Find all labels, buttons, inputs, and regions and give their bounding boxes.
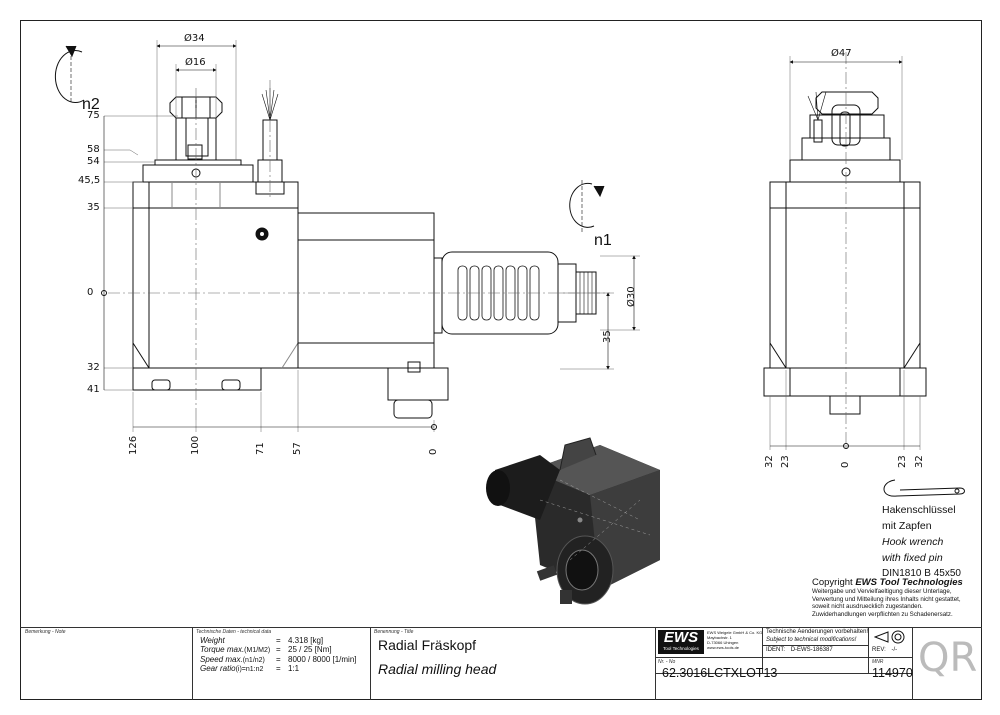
dimension-label: 35 [87,202,100,213]
mnr-value: 114970 [872,666,913,680]
projection-symbol-icon [873,630,908,649]
ident-value: D-EWS-186387 [790,647,833,653]
dimension-label: Ø16 [185,57,206,68]
tech-data-label-cell: Gear ratio [200,663,236,673]
tech-data-table: Weight = 4.318 [kg] Torque max.(M1/M2) = 25 /… [200,636,357,673]
dimension-label: 0 [428,448,439,455]
rev-value: -/- [891,647,898,653]
dimension-label: 23 [780,455,791,468]
tech-data-label-cell: Torque max. [200,645,245,655]
copyright-text: Weitergabe und Vervielfaeltigung dieser … [812,588,961,618]
logo-subtext: Tool Technologies [663,646,699,651]
dimension-label: 0 [87,287,94,298]
tech-data-row: Torque max.(M1/M2) = 25 / 25 [Nm] [200,645,332,655]
dimension-label: Ø47 [831,48,852,59]
front-view [763,52,927,450]
tech-data-row: Speed max.(n1/n2) = 8000 / 8000 [1/min] [200,654,357,664]
wrench-norm: DIN1810 B 45x50 [882,568,961,579]
part-number: 62.3016LCTXLOT13 [662,666,778,680]
tech-data-symbol-cell: (M1/M2) [244,647,271,655]
ident-label: IDENT: [766,647,786,653]
wrench-text: Hakenschlüssel mit Zapfen Hook wrench wi… [882,502,982,582]
tech-data-eq-cell: = [276,636,281,645]
dimension-label: 71 [255,442,266,455]
dimension-label: Ø30 [626,286,637,307]
wrench-line1-en: Hook wrench [882,536,944,548]
dimension-label: 35 [602,330,613,343]
company-address: EWS Weigele GmbH & Co. KG Maybachstr. 1 … [707,630,762,650]
hook-wrench-icon [883,479,965,497]
dimension-label: 58 [87,144,100,155]
mnr-label: MNR [872,659,884,665]
changes-notice: Technische Aenderungen vorbehalten! Subj… [766,629,868,644]
address-city: D-73066 Uhingen [707,640,739,645]
dimension-label: 0 [840,461,851,468]
dimension-label: 32 [764,455,775,468]
tech-data-label-cell: Speed max. [200,654,243,664]
logo-text: EWS [663,629,699,646]
tech-data-row: Gear ratio(i)=n1:n2 = 1:1 [200,663,299,673]
changes-en: Subject to technical modifications! [766,636,857,643]
dimension-label: 54 [87,156,100,167]
ews-logo: EWS Tool Technologies [658,630,704,654]
dimension-label: 75 [87,110,100,121]
copyright-brand: EWS Tool Technologies [855,577,963,588]
wrench-line2-de: mit Zapfen [882,520,932,532]
tech-data-label: Technische Daten - technical data [196,629,272,635]
title-label: Benennung - Title [374,629,414,635]
remark-label: Bemerkung - Note [25,629,66,635]
tech-data-eq-cell: = [276,663,281,673]
dimension-label: 45,5 [78,175,101,186]
tech-data-eq-cell: = [276,654,281,664]
tech-data-value-cell: 4.318 [kg] [288,636,324,645]
tech-data-value-cell: 25 / 25 [Nm] [288,645,332,655]
n1-label: n1 [594,232,612,249]
title-en: Radial milling head [378,661,497,677]
company-web: www.ews-tools.de [707,645,740,650]
isometric-render [486,437,660,605]
side-view [54,40,640,432]
title-de: Radial Fräskopf [378,637,477,653]
qr-placeholder: QR [918,635,978,681]
address-street: Maybachstr. 1 [707,635,732,640]
ident-field: IDENT: D-EWS-186387 [766,647,833,653]
dimension-label: 100 [190,435,201,455]
copyright-title: Copyright EWS Tool Technologies [812,577,978,588]
tech-data-row: Weight = 4.318 [kg] [200,636,323,645]
tech-data-symbol-cell: (i)=n1:n2 [235,665,264,673]
copyright-prefix: Copyright [812,577,856,588]
rev-field: REV: -/- [872,647,897,653]
dimension-label: 41 [87,384,100,395]
tech-data-value-cell: 8000 / 8000 [1/min] [288,654,357,664]
dimension-label: 32 [87,362,100,373]
tech-data-eq-cell: = [276,645,281,655]
tech-data-value-cell: 1:1 [288,663,300,673]
wrench-line1-de: Hakenschlüssel [882,504,956,516]
nr-label: Nr. - No [658,659,676,665]
copyright-block: Copyright EWS Tool Technologies Weiterga… [812,577,978,618]
wrench-line2-en: with fixed pin [882,552,943,564]
dimension-label: Ø34 [184,33,205,44]
tech-data-label-cell: Weight [200,636,225,645]
dimension-label: 126 [128,435,139,455]
drawing-sheet [20,20,982,700]
changes-de: Technische Aenderungen vorbehalten! [766,629,869,635]
dimension-label: 32 [914,455,925,468]
rev-label: REV: [872,647,886,653]
n2-label: n2 [82,96,100,113]
dimension-label: 23 [897,455,908,468]
dimension-label: 57 [292,442,303,455]
company-name: EWS Weigele GmbH & Co. KG [707,630,763,635]
tech-data-symbol-cell: (n1/n2) [242,656,265,664]
